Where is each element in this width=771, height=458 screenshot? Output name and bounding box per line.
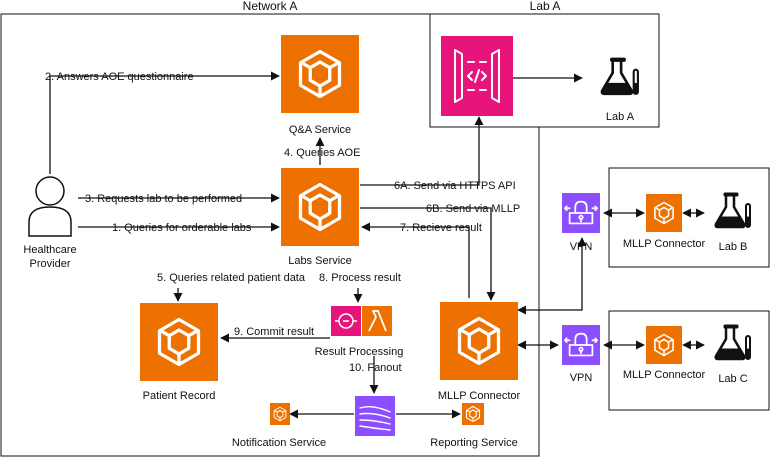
edge-label-5: 5. Queries related patient data bbox=[157, 272, 306, 284]
edge-label-6a: 6A. Send via HTTPS API bbox=[394, 180, 516, 192]
patient-record-label: Patient Record bbox=[143, 390, 216, 402]
notification-service-node: Notification Service bbox=[232, 403, 326, 449]
lab-a-label: Lab A bbox=[606, 111, 635, 123]
flask-icon bbox=[714, 323, 752, 361]
edge-label-1: 1. Queries for orderable labs bbox=[112, 222, 252, 234]
vpn-c-label: VPN bbox=[570, 372, 593, 384]
patient-record-node: Patient Record bbox=[140, 303, 218, 402]
qa-service-label: Q&A Service bbox=[289, 124, 351, 136]
edge-label-6b: 6B. Send via MLLP bbox=[426, 203, 520, 215]
api-gateway-node bbox=[441, 36, 513, 116]
labs-service-tile bbox=[281, 168, 359, 246]
edge-label-2: 2. Answers AOE questionnaire bbox=[45, 71, 194, 83]
labs-service-label: Labs Service bbox=[288, 255, 352, 267]
edge-label-10: 10. Fanout bbox=[349, 362, 402, 374]
notification-service-tile bbox=[270, 403, 290, 425]
mllp-connector-c-node: MLLP Connector bbox=[623, 326, 706, 381]
edge-arrow-7 bbox=[361, 222, 470, 298]
result-processing-label: Result Processing bbox=[315, 346, 404, 358]
mllp-connector-b-label: MLLP Connector bbox=[623, 238, 706, 250]
mllp-connector-main-node: MLLP Connector bbox=[438, 302, 521, 402]
lab-a-title: Lab A bbox=[530, 0, 561, 13]
mllp-connector-main-tile bbox=[440, 302, 518, 380]
lab-b-label: Lab B bbox=[719, 241, 748, 253]
labs-service-node: Labs Service bbox=[281, 168, 359, 267]
qa-service-tile bbox=[281, 35, 359, 113]
lab-b-node: Lab B bbox=[714, 191, 752, 253]
edge-arrow-6b bbox=[360, 207, 496, 301]
patient-record-tile bbox=[140, 303, 218, 381]
mllp-connector-b-tile bbox=[646, 194, 682, 232]
edge-label-4: 4. Queries AOE bbox=[284, 147, 360, 159]
mllp-connector-c-tile bbox=[646, 326, 682, 364]
vpn-b-label: VPN bbox=[570, 241, 593, 253]
lab-c-label: Lab C bbox=[718, 373, 747, 385]
edge-label-9: 9. Commit result bbox=[234, 326, 314, 338]
vpn-c-node: VPN bbox=[562, 325, 600, 384]
qa-service-node: Q&A Service bbox=[281, 35, 359, 136]
edge-arrow-6a bbox=[360, 116, 484, 186]
edge-label-8: 8. Process result bbox=[319, 272, 401, 284]
edge-arrow-vpn-b bbox=[517, 237, 587, 315]
result-processing-node: Result Processing bbox=[315, 306, 404, 358]
edge-label-7: 7. Recieve result bbox=[400, 222, 482, 234]
mllp-connector-main-label: MLLP Connector bbox=[438, 390, 521, 402]
notification-service-label: Notification Service bbox=[232, 437, 326, 449]
lab-c-boundary bbox=[608, 310, 770, 411]
mllp-connector-c-label: MLLP Connector bbox=[623, 369, 706, 381]
healthcare-provider-label-1: Healthcare bbox=[23, 244, 76, 256]
reporting-service-label: Reporting Service bbox=[430, 437, 517, 449]
mllp-connector-b-node: MLLP Connector bbox=[623, 194, 706, 250]
edges bbox=[49, 71, 705, 419]
edge-label-3: 3. Requests lab to be performed bbox=[85, 193, 242, 205]
network-a-boundary bbox=[0, 13, 540, 457]
lab-a-node: Lab A bbox=[600, 56, 640, 123]
vpn-b-node: VPN bbox=[562, 193, 600, 253]
network-a-title: Network A bbox=[243, 0, 298, 13]
reporting-service-node: Reporting Service bbox=[430, 403, 518, 449]
healthcare-provider-node: Healthcare Provider bbox=[23, 176, 77, 270]
fanout-node bbox=[355, 396, 395, 436]
lab-c-node: Lab C bbox=[714, 323, 752, 385]
healthcare-provider-label-2: Provider bbox=[30, 258, 71, 270]
reporting-service-tile bbox=[462, 403, 484, 425]
flask-icon bbox=[714, 191, 752, 229]
user-icon bbox=[28, 176, 72, 237]
